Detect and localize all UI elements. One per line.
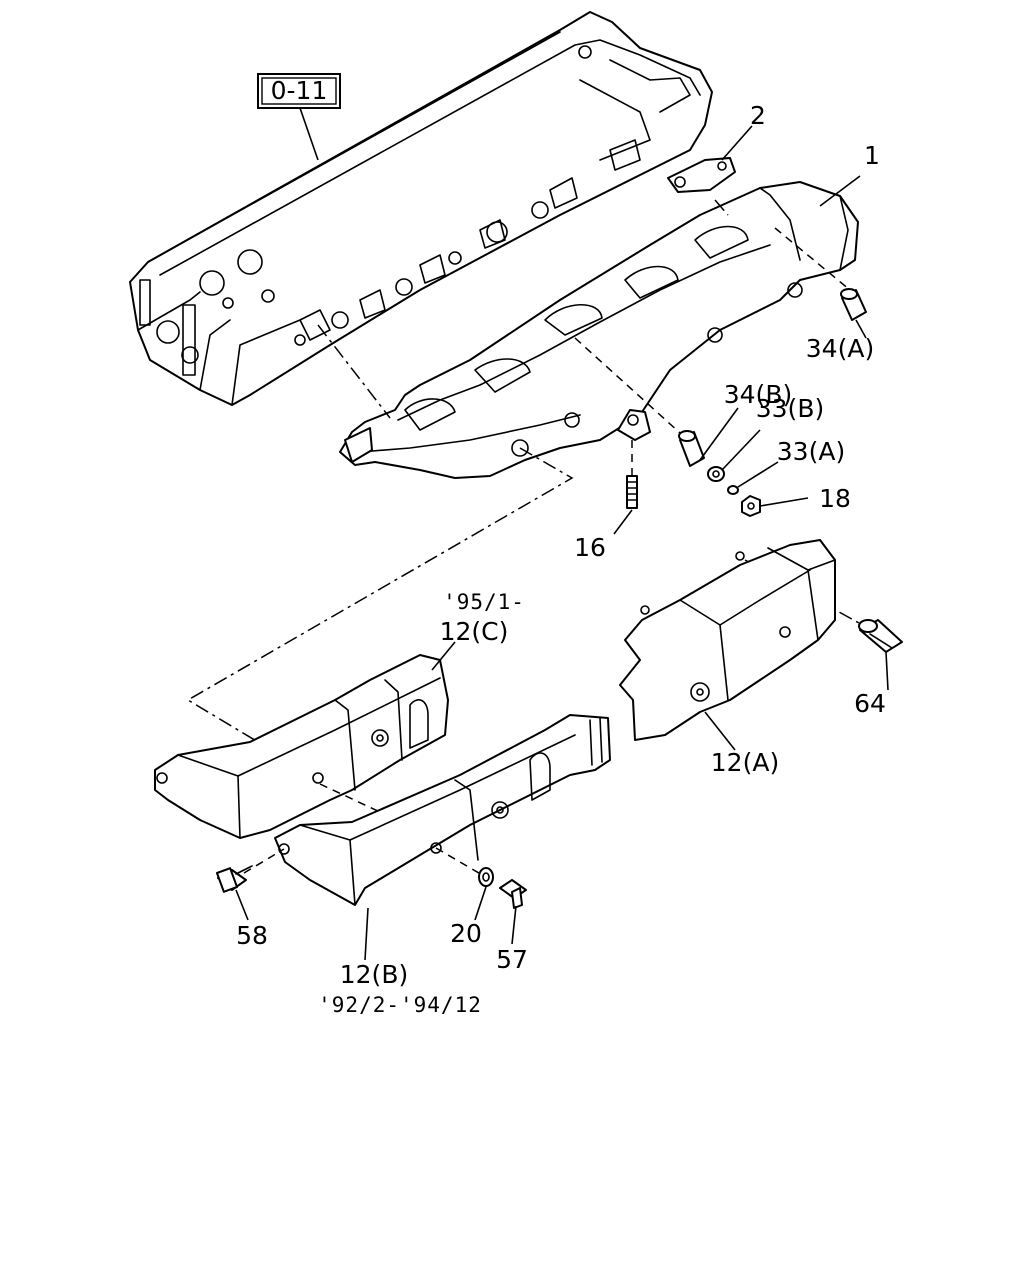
label-part-33b: 33(B) [756,394,824,423]
label-part-57: 57 [496,945,528,974]
assembly-lines [186,199,869,743]
label-part-12b: 12(B) [340,960,408,989]
label-part-20: 20 [450,919,482,948]
exhaust-manifold [339,175,861,479]
part-labels: 2 1 34(A) 34(B) 33(B) 33(A) 18 16 '95/1-… [236,101,886,1017]
label-12b-date: '92/2-'94/12 [318,993,482,1017]
heat-shield-12b [243,714,611,961]
label-part-33a: 33(A) [777,437,845,466]
label-part-2: 2 [750,101,766,130]
bolt-57 [499,879,527,945]
washer-33a [727,461,779,495]
label-part-58: 58 [236,921,268,950]
washer-33b [707,429,761,482]
spacer-64 [858,619,903,691]
stud-16 [613,440,638,535]
heat-shield-12a [619,539,836,751]
label-part-18: 18 [819,484,851,513]
label-part-64: 64 [854,689,886,718]
label-part-1: 1 [864,141,880,170]
label-part-12a: 12(A) [711,748,779,777]
sleeve-34a [840,288,867,339]
reference-box-label: 0-11 [271,76,328,105]
bolt-58 [216,865,253,921]
label-part-34a: 34(A) [806,334,874,363]
washer-20 [474,867,494,921]
label-part-34b: 34(B) [724,380,792,409]
heat-shield-12c [154,641,456,839]
gasket [667,125,753,193]
label-12c-date: '95/1- [443,590,525,614]
label-part-16: 16 [574,533,606,562]
cylinder-head [129,11,713,406]
label-part-12c: 12(C) [440,617,509,646]
reference-box: 0-11 [257,73,341,161]
sleeve-34b [678,407,739,467]
nut-18 [741,495,809,517]
